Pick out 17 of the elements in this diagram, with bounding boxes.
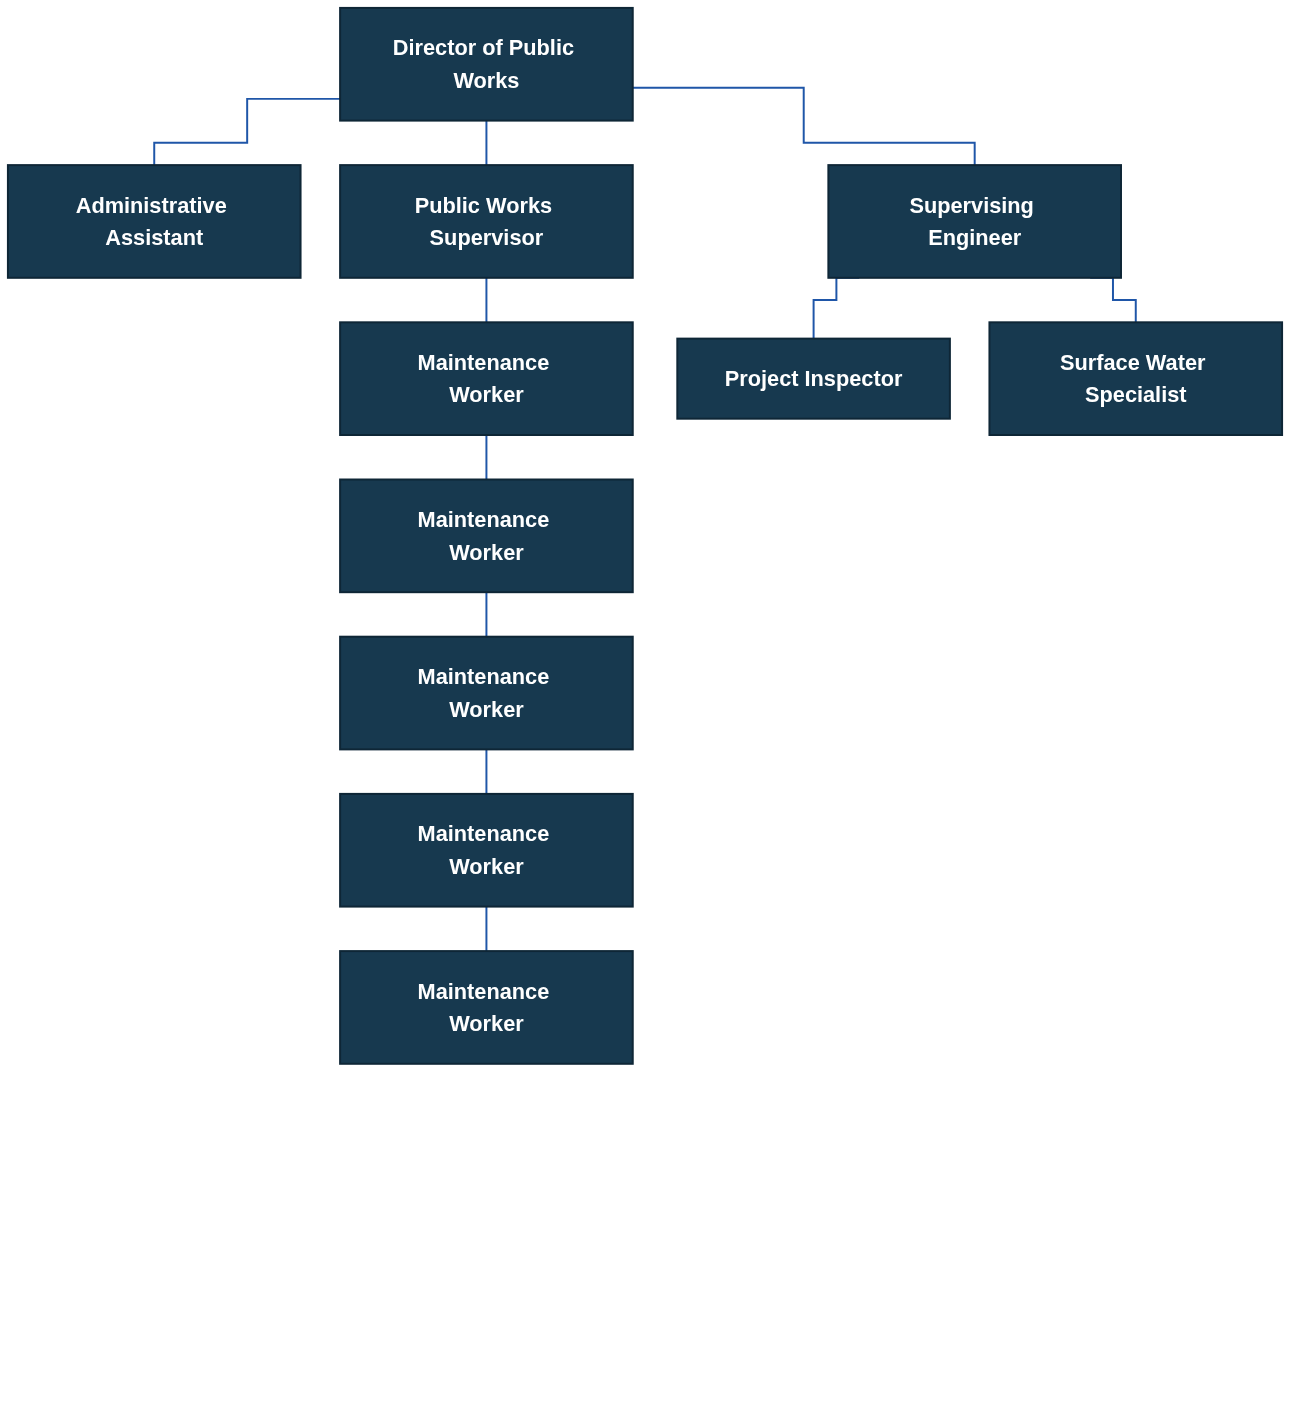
connector [485,905,488,953]
node-box: Maintenance Worker [339,635,634,751]
connector [485,119,488,167]
node-box: Maintenance Worker [339,950,634,1065]
connector [485,748,488,795]
node-box: Supervising Engineer [827,164,1122,279]
node-box: Maintenance Worker [339,321,634,436]
node-box: Maintenance Worker [339,478,634,594]
node-box: Maintenance Worker [339,792,634,908]
connector [485,591,488,638]
connector [485,434,488,481]
connector [485,276,488,324]
node-box: Public Works Supervisor [339,164,634,279]
node-box: Director of Public Works [339,6,634,122]
node-box: Surface Water Specialist [988,321,1284,436]
node-box: Project Inspector [676,337,951,420]
node-box: Administrative Assistant [6,164,302,279]
